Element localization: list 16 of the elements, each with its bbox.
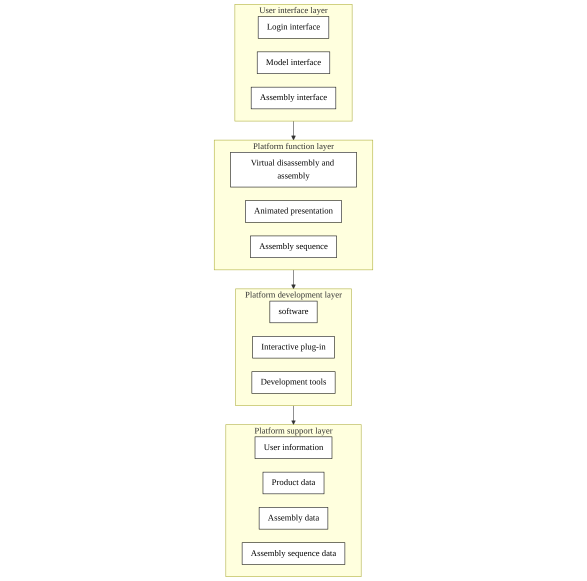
arrow [291, 270, 296, 290]
node-box: Assembly interface [250, 86, 336, 110]
node-box: Assembly sequence [250, 236, 337, 258]
node-box: Development tools [252, 371, 336, 394]
node-box: Assembly data [258, 507, 328, 530]
node-box: Model interface [256, 52, 330, 74]
node-box: Virtual disassembly and assembly [230, 152, 357, 188]
node-box: Product data [262, 472, 324, 494]
node-box: Assembly sequence data [242, 542, 346, 565]
node-box: User information [254, 436, 332, 459]
node-box: software [270, 300, 318, 324]
node-box: Login interface [258, 16, 330, 39]
arrow [291, 120, 296, 140]
node-box: Animated presentation [245, 200, 342, 223]
node-box: Interactive plug-in [252, 336, 335, 358]
arrow [291, 405, 296, 425]
